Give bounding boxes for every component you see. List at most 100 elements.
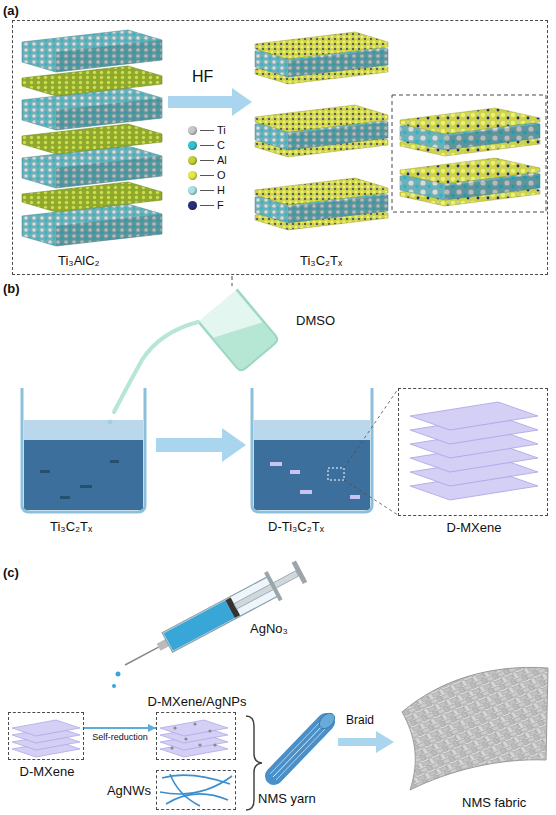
silver-nanowires (166, 794, 228, 804)
beaker (300, 490, 312, 494)
fabric (402, 667, 548, 790)
process-arrow (84, 727, 156, 729)
max-phase-structure (22, 204, 162, 246)
legend-entry: Al (188, 154, 227, 167)
max-phase-structure (22, 30, 162, 246)
silver-nanowires (170, 774, 200, 806)
beaker (24, 420, 143, 442)
atom-swatch (188, 186, 197, 195)
legend-entry: C (188, 139, 225, 152)
yarn (274, 722, 326, 776)
legend-text: O (217, 169, 226, 182)
mxene-agnp-sheets (173, 726, 176, 729)
max-phase-structure (56, 40, 162, 72)
mxene-agnp-sheets (160, 720, 228, 757)
dmso-beaker (198, 289, 279, 372)
mxene-agnp-sheets (208, 729, 211, 732)
beaker (328, 468, 344, 480)
material-box: D-MXene/AgNPs (156, 712, 236, 760)
panel-label: (b) (3, 282, 20, 297)
atom-swatch (188, 201, 197, 210)
syringe (125, 647, 159, 665)
legend-line (200, 160, 214, 161)
beaker (252, 388, 372, 512)
syringe (234, 571, 299, 609)
panel-frame: (a) (12, 20, 548, 275)
atom-swatch (188, 141, 197, 150)
mxene-agnp-sheets (193, 722, 196, 725)
max-phase-structure (22, 146, 162, 188)
droplets (116, 672, 121, 677)
legend-entry: Ti (188, 124, 226, 137)
box-label: D-MXene (20, 765, 75, 780)
beaker (40, 470, 50, 473)
beaker (22, 388, 145, 512)
beaker (254, 420, 370, 442)
structure-inset (392, 95, 546, 212)
edge-label: Self-reduction (91, 732, 149, 742)
zoom-box: D-MXene (398, 388, 548, 516)
droplets (112, 684, 116, 688)
legend-entry: O (188, 169, 226, 182)
process-arrow (168, 88, 252, 116)
mxene-agnp-sheets (170, 722, 216, 749)
material-label: NMS yarn (258, 792, 316, 807)
structure-inset (392, 95, 546, 212)
legend-line (200, 175, 214, 176)
beaker (252, 388, 372, 512)
zoom-lines (344, 389, 398, 468)
legend-text: Al (217, 154, 227, 167)
material-label: NMS fabric (462, 796, 526, 811)
beaker (24, 440, 143, 510)
legend-line (200, 205, 214, 206)
mxene-sheets (12, 720, 80, 736)
leader-line (232, 276, 233, 286)
beaker (110, 460, 119, 463)
mxene-agnp-sheets (213, 743, 216, 746)
mxene-sheets (410, 402, 538, 430)
syringe (162, 576, 278, 652)
structure-inset (400, 158, 540, 184)
beaker (22, 388, 145, 512)
beaker (270, 462, 282, 466)
mxene-structure (255, 105, 388, 132)
material-box: D-MXene (8, 712, 84, 760)
max-phase-structure (22, 124, 162, 154)
mxene-agnp-sheets (198, 743, 201, 746)
panel-label: (c) (3, 566, 19, 581)
legend-line (200, 145, 214, 146)
atom-swatch (188, 171, 197, 180)
yarn (270, 720, 322, 774)
material-label: D-Ti₃C₂Tₓ (268, 520, 324, 535)
beaker (60, 496, 70, 499)
legend-entry: F (188, 199, 224, 212)
reagent-label: HF (192, 68, 213, 86)
droplets (112, 672, 121, 689)
reagent-label: AgNo₃ (250, 622, 288, 637)
box-label: D-MXene/AgNPs (148, 695, 247, 710)
material-box: AgNWs (156, 770, 236, 810)
syringe (164, 600, 235, 651)
legend-text: F (217, 199, 224, 212)
silver-nanowires (160, 776, 232, 794)
dmso-beaker (213, 307, 277, 371)
process-arrow (156, 428, 246, 462)
mxene-structure (255, 32, 388, 59)
legend-text: Ti (217, 124, 226, 137)
legend-text: C (217, 139, 225, 152)
atom-swatch (188, 156, 197, 165)
max-phase-structure (22, 30, 162, 72)
max-phase-structure (56, 214, 162, 246)
mxene-agnp-sheets (170, 746, 173, 749)
max-phase-structure (56, 98, 162, 130)
yarn (270, 710, 338, 780)
beaker (350, 495, 360, 499)
material-label: Ti₃C₂Tₓ (50, 520, 92, 535)
step-label: Braid (346, 714, 374, 728)
structure-label: Ti₃AlC₂ (58, 254, 100, 269)
box-label: D-MXene (447, 521, 502, 536)
structure-label: Ti₃C₂Tₓ (300, 254, 342, 269)
beaker (80, 485, 92, 488)
